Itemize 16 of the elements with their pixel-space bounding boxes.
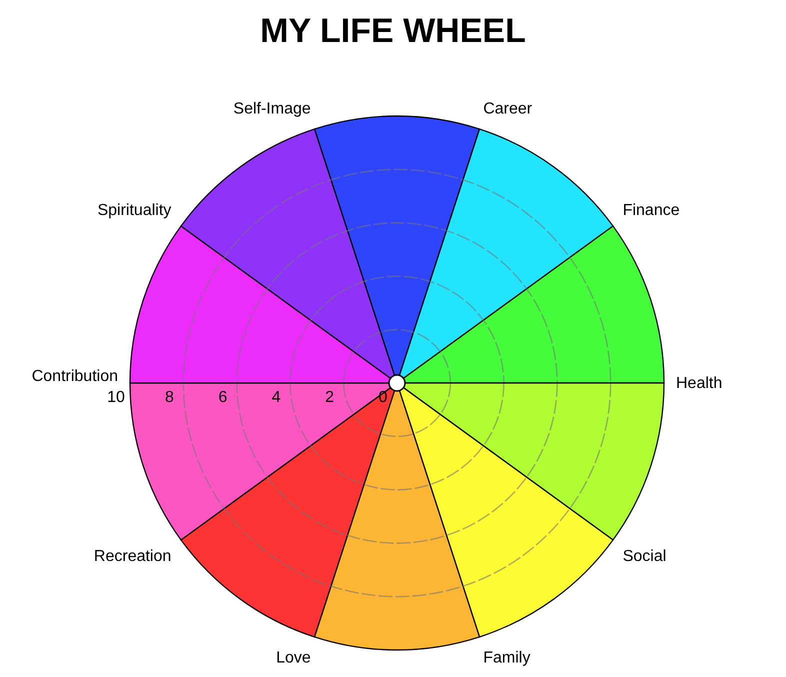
scale-number: 10: [107, 389, 125, 406]
title: MY LIFE WHEEL: [260, 12, 526, 51]
segment-label: Social: [622, 548, 666, 565]
scale-number: 6: [218, 389, 228, 406]
segment-label: Recreation: [94, 548, 172, 565]
scale-number: 2: [325, 389, 334, 406]
segment-label: Self-Image: [233, 100, 311, 118]
segment-label: Love: [276, 649, 311, 666]
segment-label: Contribution: [32, 368, 118, 385]
segment-label: Career: [483, 100, 532, 118]
scale-number: 4: [272, 389, 281, 406]
segment-label: Finance: [622, 202, 680, 219]
segment-label: Family: [483, 649, 530, 666]
segment-label: Spirituality: [97, 202, 172, 219]
scale-number: 8: [164, 389, 174, 406]
segment-label: Health: [676, 375, 722, 392]
